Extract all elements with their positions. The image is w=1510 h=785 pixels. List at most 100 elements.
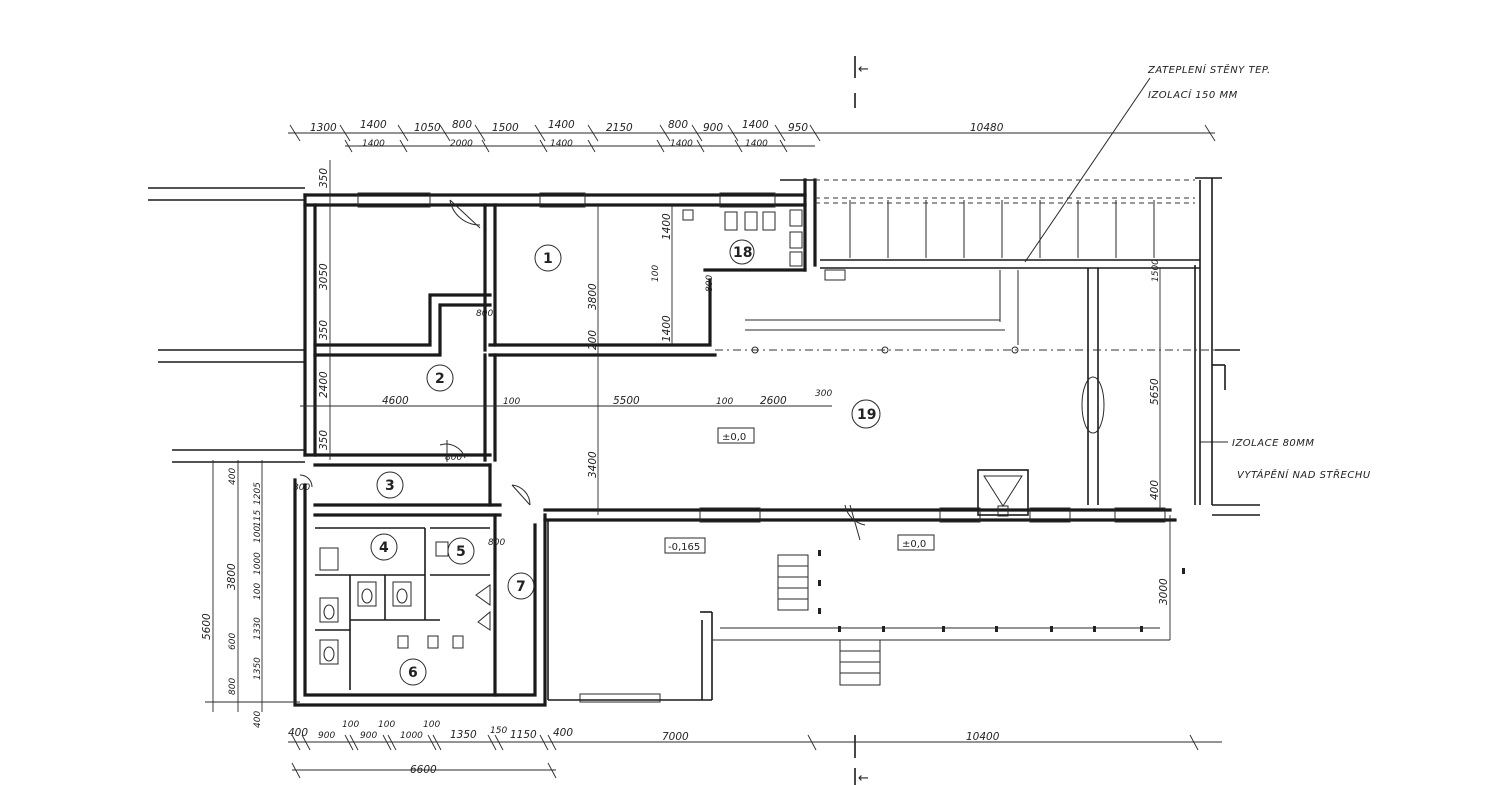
svg-text:800: 800 (476, 309, 493, 319)
svg-text:1150: 1150 (510, 729, 537, 741)
svg-text:3050: 3050 (318, 263, 330, 290)
top-dim-8: 800 (668, 119, 688, 131)
svg-text:1205: 1205 (253, 482, 263, 505)
svg-text:5500: 5500 (613, 395, 640, 407)
left-dimension-chain: 5600 3800 600 800 400 1350 1330 100 1000… (201, 460, 300, 728)
top-dim-lower-4: 1400 (670, 139, 693, 149)
svg-text:100: 100 (716, 397, 733, 407)
top-dim-lower-1: 1400 (362, 139, 385, 149)
sanitary-fixtures (299, 199, 866, 665)
room-4-label: 4 (379, 540, 389, 556)
svg-text:←: ← (858, 771, 869, 785)
svg-text:400: 400 (288, 727, 308, 739)
top-dimension-chain: 1300 1400 1050 800 1500 1400 2150 800 90… (288, 119, 1216, 153)
svg-text:4600: 4600 (382, 395, 409, 407)
svg-text:3800: 3800 (587, 283, 599, 310)
svg-text:900: 900 (318, 731, 335, 741)
svg-text:1350: 1350 (450, 729, 477, 741)
svg-text:800: 800 (705, 275, 715, 292)
svg-text:350: 350 (318, 320, 330, 340)
svg-text:3800: 3800 (226, 563, 238, 590)
svg-text:800: 800 (488, 538, 505, 548)
svg-text:100: 100 (378, 720, 395, 730)
svg-text:1400: 1400 (661, 213, 673, 240)
room-18-label: 18 (733, 245, 752, 261)
svg-text:600: 600 (228, 633, 238, 650)
room-5-label: 5 (456, 544, 466, 560)
room-labels: 1 2 3 4 5 6 7 18 19 (370, 239, 881, 686)
room-2-label: 2 (435, 371, 445, 387)
bottom-dimension-chain: 400 900 100 900 100 1000 100 1350 150 11… (288, 720, 1222, 779)
top-dim-5: 1500 (492, 122, 519, 134)
note-roof-insulation: IZOLACE 80MM VYTÁPĚNÍ NAD STŘECHU (1200, 438, 1371, 481)
room-7-label: 7 (516, 579, 526, 595)
svg-text:5650: 5650 (1149, 378, 1161, 405)
svg-text:150: 150 (490, 726, 507, 736)
room-6-label: 6 (408, 665, 418, 681)
top-dim-12: 10480 (970, 122, 1004, 134)
svg-text:5600: 5600 (201, 613, 213, 640)
svg-text:VYTÁPĚNÍ NAD STŘECHU: VYTÁPĚNÍ NAD STŘECHU (1237, 468, 1371, 481)
level-mark-terrace: -0,165 (668, 542, 700, 553)
svg-text:800: 800 (445, 453, 462, 463)
top-dim-3: 1050 (414, 122, 441, 134)
svg-text:3000: 3000 (1158, 578, 1170, 605)
section-marker-top: ← (854, 56, 869, 108)
svg-text:100: 100 (253, 583, 263, 600)
svg-text:IZOLACÍ 150 MM: IZOLACÍ 150 MM (1148, 88, 1238, 101)
svg-text:200: 200 (587, 330, 599, 350)
svg-text:1500: 1500 (1151, 259, 1161, 282)
svg-text:400: 400 (1149, 480, 1161, 500)
top-dim-lower-5: 1400 (745, 139, 768, 149)
top-dim-4: 800 (452, 119, 472, 131)
svg-text:100: 100 (253, 526, 263, 543)
bottom-total-dim: 6600 (410, 764, 437, 776)
svg-text:400: 400 (228, 468, 238, 485)
top-dim-1: 1300 (310, 122, 337, 134)
svg-text:800: 800 (293, 483, 310, 493)
section-marker-bottom: ← (854, 735, 869, 785)
interior-dimensions: 350 3050 350 2400 350 3800 200 3400 1400… (293, 160, 1171, 640)
level-mark-hall: ±0,0 (722, 432, 746, 443)
top-dim-lower-3: 1400 (550, 139, 573, 149)
svg-text:800: 800 (228, 678, 238, 695)
svg-text:ZATEPLENÍ STĚNY TEP.: ZATEPLENÍ STĚNY TEP. (1147, 63, 1271, 76)
svg-text:400: 400 (253, 711, 263, 728)
svg-text:1000: 1000 (400, 731, 423, 741)
svg-text:1000: 1000 (253, 552, 263, 575)
top-dim-lower-2: 2000 (450, 139, 473, 149)
top-dim-9: 900 (703, 122, 723, 134)
svg-text:2600: 2600 (760, 395, 787, 407)
svg-text:300: 300 (815, 389, 832, 399)
svg-text:1330: 1330 (253, 617, 263, 640)
note-wall-insulation: ZATEPLENÍ STĚNY TEP. IZOLACÍ 150 MM (1024, 63, 1271, 263)
svg-text:350: 350 (318, 168, 330, 188)
svg-text:100: 100 (342, 720, 359, 730)
svg-text:IZOLACE 80MM: IZOLACE 80MM (1232, 438, 1315, 449)
svg-text:100: 100 (423, 720, 440, 730)
top-dim-6: 1400 (548, 119, 575, 131)
top-dim-7: 2150 (606, 122, 633, 134)
svg-text:115: 115 (253, 510, 263, 527)
exterior-walls (148, 177, 1260, 707)
svg-text:←: ← (858, 62, 869, 77)
svg-text:7000: 7000 (662, 731, 689, 743)
svg-text:1400: 1400 (661, 315, 673, 342)
svg-text:400: 400 (553, 727, 573, 739)
svg-text:10400: 10400 (966, 731, 1000, 743)
level-marks: ±0,0 -0,165 ±0,0 (664, 427, 935, 554)
room-1-label: 1 (543, 251, 553, 267)
svg-text:1350: 1350 (253, 657, 263, 680)
top-dim-2: 1400 (360, 119, 387, 131)
level-mark-outdoor: ±0,0 (902, 539, 926, 550)
top-dim-10: 1400 (742, 119, 769, 131)
svg-text:3400: 3400 (587, 451, 599, 478)
top-dim-11: 950 (788, 122, 808, 134)
room-19-label: 19 (857, 407, 876, 423)
svg-text:100: 100 (651, 265, 661, 282)
room-3-label: 3 (385, 478, 395, 494)
svg-text:100: 100 (503, 397, 520, 407)
svg-text:2400: 2400 (318, 371, 330, 398)
svg-text:350: 350 (318, 430, 330, 450)
